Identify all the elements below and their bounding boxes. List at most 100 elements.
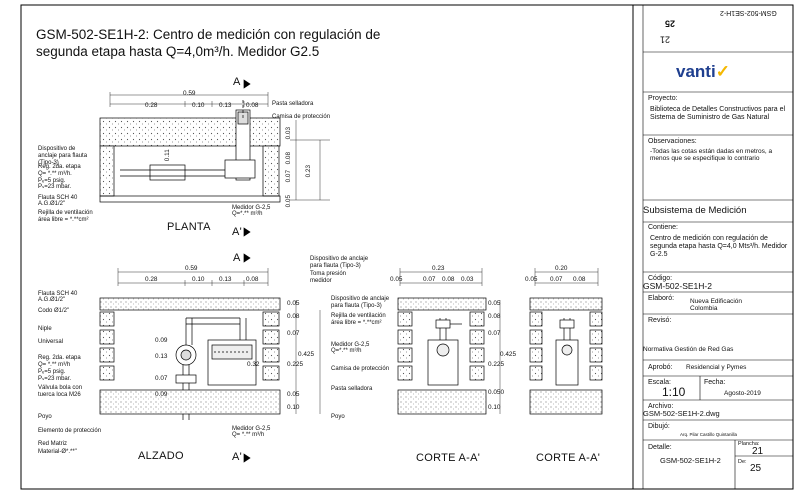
alzado-view — [99, 253, 321, 463]
planta-dim-d: 0.08 — [246, 102, 259, 109]
titleblock-lines — [643, 51, 793, 489]
corte1-label-anclaje-1: Dispositivo de anclaje — [331, 296, 390, 302]
alzado-label-flauta-2: A.G.Ø1/2" — [38, 297, 66, 303]
tb-detalle-value: GSM-502-SE1H-2 — [660, 456, 721, 465]
tb-codigo-label: Código: — [648, 275, 673, 282]
tb-rotated-de: 25 — [665, 18, 676, 29]
brand-check-icon: ✓ — [715, 62, 730, 81]
planta-label-reg-1: Reg. 2da. etapa — [38, 164, 81, 170]
corte1-dim-r7: 0.10 — [488, 404, 501, 411]
corte1-dim-r4: 0.425 — [500, 351, 516, 358]
alzado-label-reg-4: Pₛ=23 mbar. — [38, 376, 72, 382]
alzado-dim-b: 0.10 — [192, 276, 205, 283]
planta-view — [99, 79, 330, 237]
corte1-dim-a: 0.05 — [390, 276, 403, 283]
tb-dibujo-value: Arq. Pilar Castillo Quintanilla — [680, 432, 738, 437]
planta-dim-r3: 0.07 — [285, 169, 293, 183]
alzado-dim-r3: 0.07 — [287, 330, 300, 337]
planta-dim-b: 0.10 — [192, 102, 205, 109]
tb-contiene-label: Contiene: — [648, 224, 678, 231]
planta-label-flauta-2: A.G.Ø1/2" — [38, 201, 66, 207]
planta-label-anclaje-3: (Tipo-3) — [38, 160, 59, 166]
planta-dim-left: 0.11 — [163, 149, 171, 162]
alzado-label-medidor-1: Medidor G-2,5 — [232, 426, 271, 432]
alzado-section: A' — [232, 451, 243, 463]
tb-fecha-value: Agosto-2019 — [724, 390, 761, 397]
alzado-dim-d: 0.08 — [246, 276, 259, 283]
corte1-label-poyo: Poyo — [331, 414, 345, 420]
corte1-dim-b: 0.07 — [423, 276, 436, 283]
alzado-label-reg-1: Reg. 2da. etapa — [38, 355, 81, 361]
alzado-dim-a: 0.28 — [145, 276, 158, 283]
alzado-label-reg-3: Pₑ=5 psig. — [38, 369, 66, 375]
alzado-dim-c: 0.13 — [219, 276, 232, 283]
planta-label-reg-4: Pₛ=23 mbar. — [38, 184, 72, 190]
planta-label-medidor-1: Medidor G-2,5 — [232, 205, 271, 211]
planta-label-pasta: Pasta selladora — [272, 101, 314, 107]
planta-dim-total: 0.59 — [183, 90, 196, 97]
alzado-label-red-1: Red Matriz — [38, 441, 68, 447]
tb-subsistema: Subsistema de Medición — [643, 205, 747, 216]
alzado-dim-r5: 0.425 — [298, 351, 314, 358]
corte2-view — [529, 268, 603, 415]
corte2-dim-b: 0.07 — [550, 276, 563, 283]
tb-rotated-detalle: GSM-502-SE1H-2 — [720, 8, 790, 16]
alzado-dim-r4: 0.32 — [247, 361, 260, 368]
alzado-label-codo: Codo Ø1/2" — [38, 308, 70, 314]
tb-observaciones-value: -Todas las cotas están dadas en metros, … — [650, 148, 773, 163]
tb-plancha-label: Plancha: — [738, 441, 760, 447]
alzado-label-niple: Niple — [38, 326, 52, 332]
planta-label-medidor-2: Q=*.** m³/h — [232, 211, 263, 217]
planta-label-rejilla-2: área libre = *.**cm² — [38, 217, 89, 223]
tb-elaboro-label: Elaboró: — [648, 295, 675, 302]
tb-de-label: De: — [738, 459, 747, 465]
corte1-label-medidor-1: Medidor G-2,5 — [331, 342, 370, 348]
tb-fecha-label: Fecha: — [704, 379, 726, 386]
tb-aprobo-value: Residencial y Pymes — [686, 364, 747, 371]
corte2-dim-total: 0.20 — [555, 265, 568, 272]
alzado-dim-m4: 0.09 — [155, 391, 168, 398]
alzado-view-label: ALZADO — [138, 450, 184, 462]
corte1-dim-r3: 0.07 — [488, 330, 501, 337]
tb-escala-value: 1:10 — [662, 385, 686, 399]
alzado-label-flauta-1: Flauta SCH 40 — [38, 291, 78, 297]
alzado-dim-total: 0.59 — [185, 265, 198, 272]
drawing-title-line2: segunda etapa hasta Q=4,0m³/h. Medidor G… — [36, 44, 320, 59]
corte1-label-rejilla-2: área libre = *.**cm² — [331, 320, 382, 326]
corte1-dim-c: 0.08 — [442, 276, 455, 283]
alzado-dim-m1: 0.09 — [155, 337, 168, 344]
alzado-label-universal: Universal — [38, 339, 64, 345]
tb-elaboro-value: Nueva Edificación Colombia — [690, 298, 743, 313]
alzado-dim-r1: 0.05 — [287, 300, 300, 307]
corte1-label-rejilla-1: Rejilla de ventilación — [331, 313, 386, 319]
tb-archivo-label: Archivo: — [648, 403, 674, 410]
planta-dim-r1: 0.03 — [285, 126, 293, 140]
alzado-label-poyo: Poyo — [38, 414, 52, 420]
planta-label-reg-2: Q= *.** m³/h. — [38, 171, 72, 177]
corte1-dim-r1: 0.05 — [488, 300, 501, 307]
planta-label-anclaje-2: anclaje para flauta — [38, 153, 88, 159]
alzado-label-medidor-2: Q= *.** m³/h — [232, 432, 265, 438]
tb-aprobo-label: Aprobó: — [648, 364, 673, 371]
drawing-title-line1: GSM-502-SE1H-2: Centro de medición con r… — [36, 27, 381, 42]
tb-observaciones-label: Observaciones: — [648, 138, 697, 145]
corte2-dim-c: 0.08 — [573, 276, 586, 283]
planta-section-top: A — [233, 76, 241, 88]
alzado-dim-r7: 0.05 — [287, 391, 300, 398]
corte2-view-label: CORTE A-A' — [536, 452, 601, 464]
planta-dim-a: 0.28 — [145, 102, 158, 109]
tb-archivo-value: GSM-502-SE1H-2.dwg — [643, 409, 720, 418]
alzado-label-valvula-1: Válvula bola con — [38, 385, 83, 391]
corte1-dim-total: 0.23 — [432, 265, 445, 272]
alzado-label-anclaje-1: Dispositivo de anclaje — [310, 256, 369, 262]
alzado-label-red-2: Material-Ø*.**" — [38, 449, 77, 455]
planta-dim-r2: 0.08 — [285, 151, 293, 165]
tb-de-value: 25 — [750, 463, 762, 474]
corte1-label-anclaje-2: para flauta (Tipo-3) — [331, 303, 382, 309]
planta-label-rejilla-1: Rejilla de ventilación — [38, 210, 93, 216]
corte1-label-camisa: Camisa de protección — [331, 366, 390, 372]
planta-view-label: PLANTA — [167, 221, 211, 233]
corte1-dim-d: 0.03 — [461, 276, 474, 283]
tb-rotated-detalle-value: GSM-502-SE1H-2 — [720, 9, 777, 17]
